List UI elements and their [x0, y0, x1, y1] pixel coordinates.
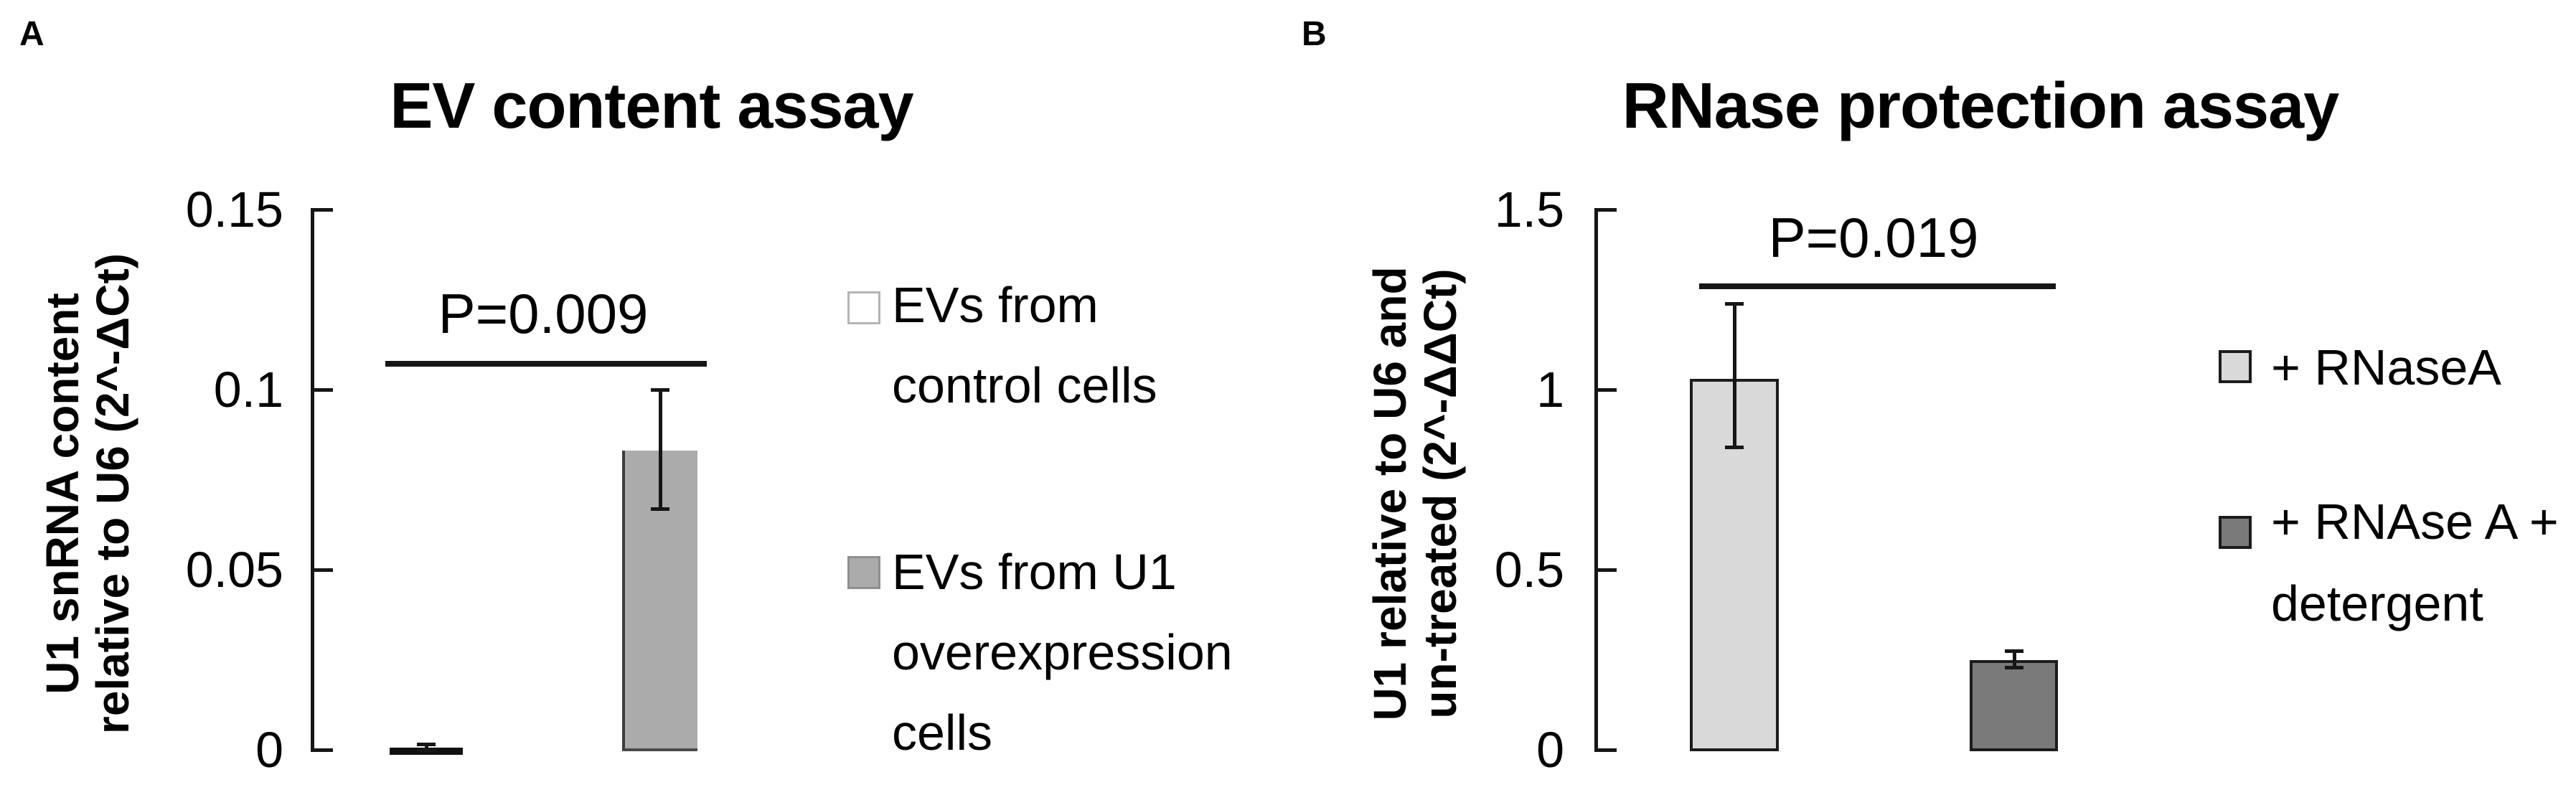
p-value-label-b: P=0.019: [1768, 206, 1979, 269]
y-axis-tick: [1594, 388, 1617, 392]
y-axis-line: [1594, 208, 1598, 752]
y-tick-label: 1.5: [1494, 182, 1564, 237]
y-tick-label: 1: [1536, 362, 1564, 418]
error-bar-cap-top: [2004, 649, 2023, 653]
legend-label: detergent: [2271, 575, 2483, 631]
y-tick-label: 0.05: [185, 542, 283, 598]
y-axis-line: [311, 208, 314, 752]
legend-label: + RNaseA: [2271, 339, 2501, 395]
error-bar-stem: [658, 390, 662, 509]
error-bar-cap-top: [650, 388, 669, 392]
panel-letter-a: A: [19, 15, 44, 53]
y-axis-tick: [1594, 748, 1617, 752]
chart-title-a: EV content assay: [390, 70, 913, 142]
y-tick-label: 0.5: [1494, 542, 1564, 598]
error-bar-stem: [425, 744, 428, 750]
y-axis-label-line: un-treated (2^-ΔΔCt): [1414, 268, 1466, 719]
y-axis-label-b: U1 relative to U6 and un-treated (2^-ΔΔC…: [1364, 207, 1466, 781]
legend-label: + RNAse A +: [2271, 494, 2559, 550]
y-axis-label-line: U1 relative to U6 and: [1364, 266, 1416, 721]
y-tick-label: 0.1: [213, 362, 283, 418]
y-axis-label-a: U1 snRNA content relative to U6 (2^-ΔCt): [37, 199, 138, 788]
panel-a: A EV content assay U1 snRNA content rela…: [19, 15, 1233, 788]
y-axis-tick: [311, 748, 333, 752]
bar-category-2: [1970, 660, 2058, 751]
significance-line: [1699, 283, 2056, 289]
panel-b: B RNase protection assay U1 relative to …: [1292, 0, 2576, 795]
y-axis-tick: [311, 208, 333, 212]
error-bar-cap-top: [417, 743, 436, 746]
legend-label: overexpression: [892, 624, 1233, 680]
error-bar-cap-bottom: [2004, 666, 2023, 669]
chart-title-b: RNase protection assay: [1622, 70, 2339, 142]
panel-letter-b: B: [1302, 15, 1327, 53]
legend-label: EVs from: [892, 277, 1099, 333]
error-bar-stem: [1733, 304, 1736, 447]
legend-swatch: [847, 291, 880, 324]
legend-label: cells: [892, 705, 993, 761]
legend-label: control cells: [892, 357, 1157, 413]
legend-swatch: [2219, 516, 2252, 549]
error-bar-cap-top: [1725, 302, 1744, 306]
p-value-label-a: P=0.009: [438, 282, 649, 345]
y-axis-label-line: U1 snRNA content: [37, 293, 88, 695]
y-axis-label-line: relative to U6 (2^-ΔCt): [87, 253, 138, 735]
error-bar-cap-bottom: [650, 507, 669, 511]
legend-swatch: [847, 556, 880, 589]
significance-line: [385, 361, 707, 367]
error-bar-stem: [2012, 651, 2016, 667]
legend-swatch: [2219, 350, 2252, 383]
y-tick-label: 0: [255, 722, 283, 778]
error-bar-cap-bottom: [1725, 446, 1744, 449]
y-axis-tick: [311, 568, 333, 572]
legend-label: EVs from U1: [892, 544, 1177, 600]
y-axis-tick: [1594, 568, 1617, 572]
y-tick-label: 0: [1536, 722, 1564, 778]
y-axis-tick: [311, 388, 333, 392]
y-axis-tick: [1594, 208, 1617, 212]
error-bar-cap-bottom: [417, 748, 436, 752]
y-tick-label: 0.15: [185, 182, 283, 237]
